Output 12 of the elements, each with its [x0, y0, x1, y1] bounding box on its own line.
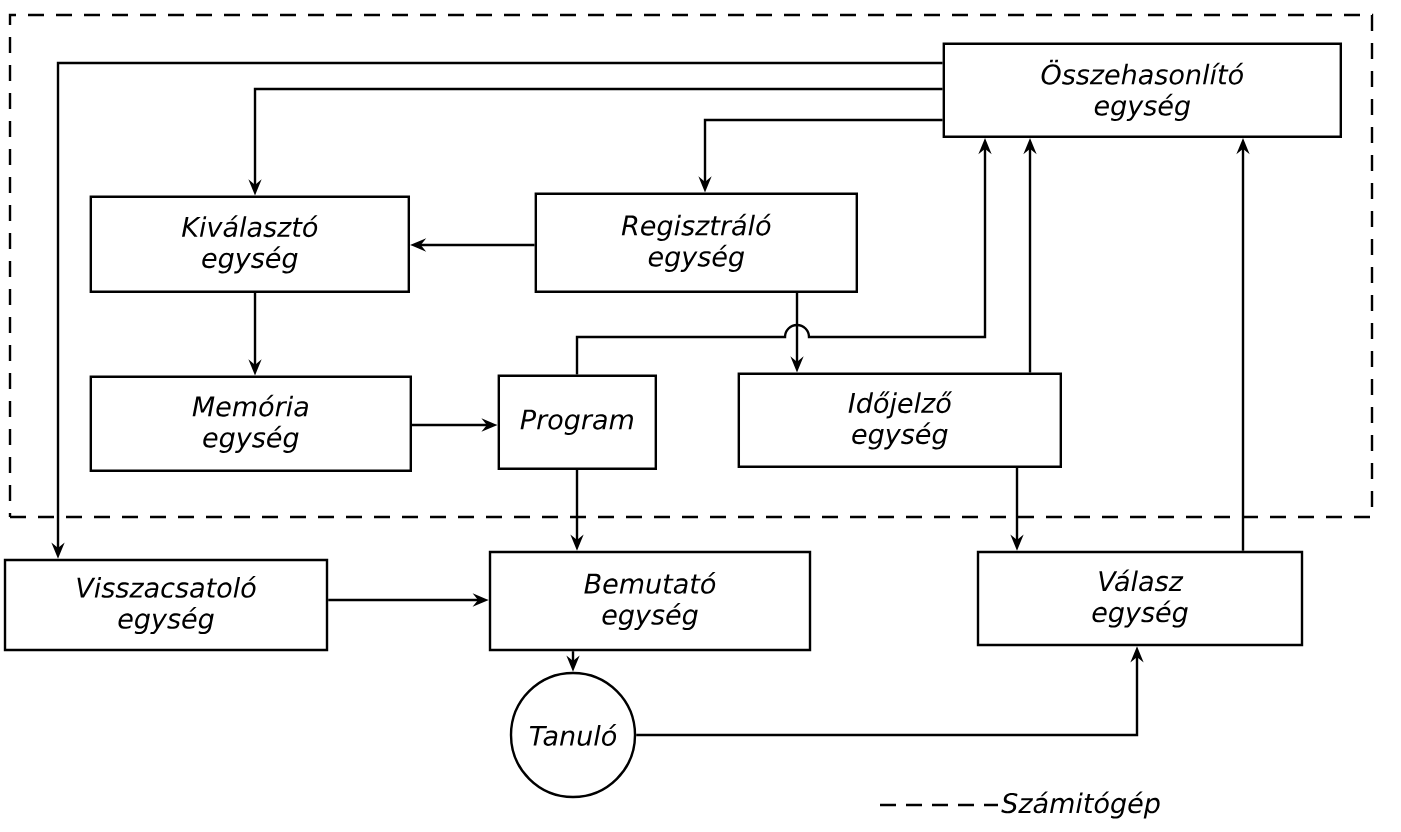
- process-box: Válasz egység: [976, 550, 1304, 647]
- process-box: Kiválasztó egység: [89, 195, 410, 293]
- process-box: Program: [497, 374, 657, 470]
- circle-node: Tanuló: [509, 671, 637, 799]
- legend-label: Számitógép: [1001, 791, 1160, 819]
- dashed-frame: [8, 13, 1374, 519]
- process-box: Összehasonlító egység: [942, 42, 1342, 138]
- process-box: Visszacsatoló egység: [3, 558, 329, 652]
- process-box: Bemutató egység: [488, 550, 812, 652]
- process-box: Időjelző egység: [737, 372, 1062, 468]
- process-box: Regisztráló egység: [534, 192, 858, 293]
- process-box: Memória egység: [89, 375, 412, 472]
